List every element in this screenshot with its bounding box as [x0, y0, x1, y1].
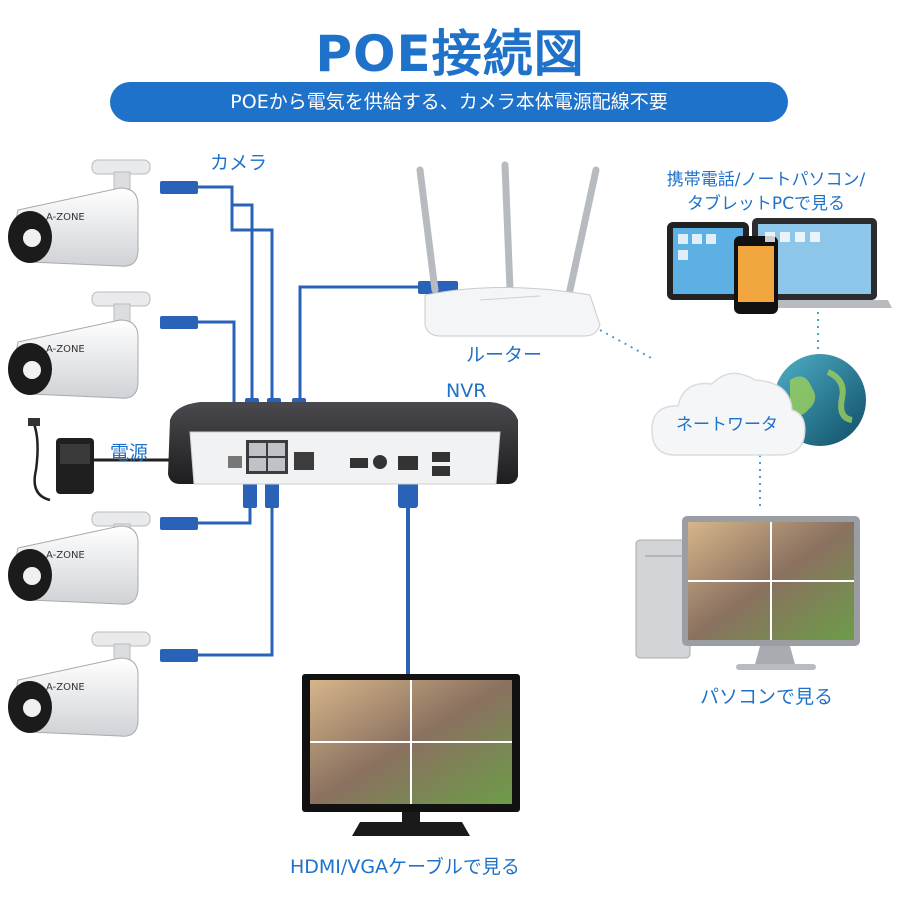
diagram-title: POE接続図 [315, 25, 585, 83]
camera-icon-4: A-ZONE [8, 631, 151, 737]
camera-label: カメラ [210, 152, 268, 174]
hdmi-vga-label: HDMI/VGAケーブルで見る [290, 856, 520, 878]
nvr-device-icon [168, 402, 518, 485]
subtitle-banner: POEから電気を供給する、カメラ本体電源配線不要 [110, 82, 788, 122]
pc-view-label: パソコンで見る [700, 686, 834, 708]
camera-brand-text: A-ZONE [46, 212, 85, 223]
router-icon [416, 161, 601, 337]
power-label: 電源 [110, 442, 149, 464]
network-label: ネートワータ [676, 415, 778, 435]
network-cloud-icon [651, 354, 866, 456]
camera-icon-3: A-ZONE [8, 511, 151, 605]
desktop-pc-icon [635, 516, 860, 670]
laptop-tablet-phone-icon [667, 218, 892, 314]
mobile-view-label: 携帯電話/ノートパソコン/ タブレットPCで見る [666, 170, 866, 214]
camera-brand-text: A-ZONE [46, 550, 85, 561]
wireless-dotted-links [599, 312, 819, 510]
nvr-label: NVR [446, 380, 487, 402]
camera-icon-2: A-ZONE [8, 291, 151, 399]
tv-monitor-icon [302, 674, 520, 836]
camera-brand-text: A-ZONE [46, 344, 85, 355]
router-label: ルーター [466, 344, 543, 366]
camera-icon-1: A-ZONE [8, 159, 151, 267]
camera-brand-text: A-ZONE [46, 682, 85, 693]
power-adapter-icon [28, 418, 94, 502]
